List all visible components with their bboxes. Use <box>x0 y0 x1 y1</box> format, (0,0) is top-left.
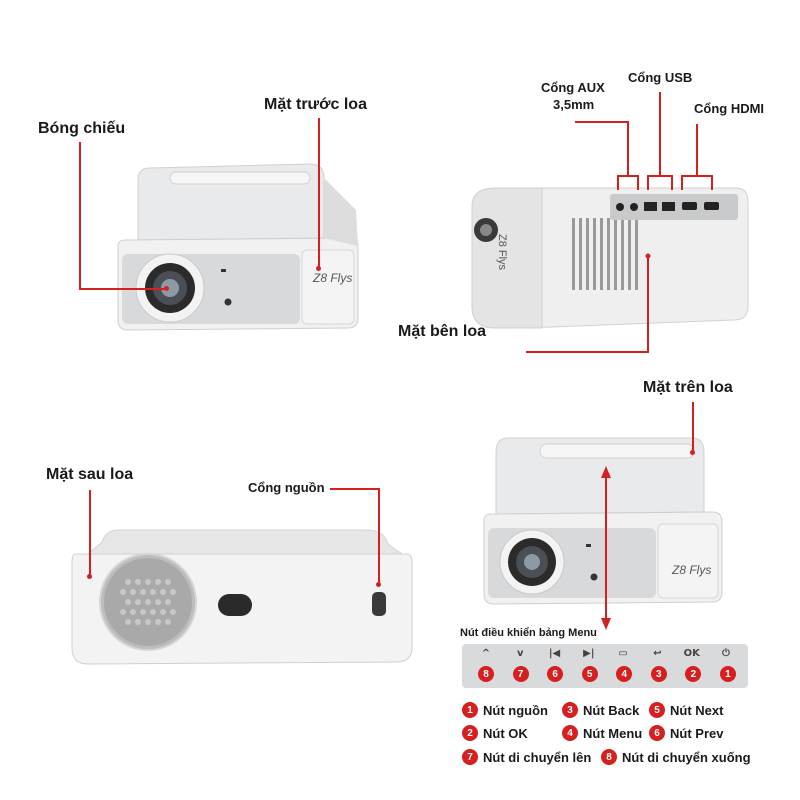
legend-text: Nút di chuyển lên <box>483 749 592 765</box>
control-key-symbol: OK <box>683 648 700 659</box>
control-key-symbol: ▭ <box>618 648 628 659</box>
power-port-pointer-horizontal <box>330 488 380 490</box>
aux-size-label: 3,5mm <box>553 97 595 112</box>
control-key-number-badge: 4 <box>616 666 633 682</box>
legend-text: Nút OK <box>483 725 528 741</box>
legend-number-badge: 2 <box>462 725 478 741</box>
legend-number-badge: 3 <box>562 702 578 718</box>
top-pointer-vertical <box>692 402 694 452</box>
bulb-label: Bóng chiếu <box>38 120 126 137</box>
legend-item: 7 Nút di chuyển lên <box>462 749 591 765</box>
legend-text: Nút Prev <box>670 725 724 741</box>
control-key-number-badge: 8 <box>478 666 494 682</box>
control-key-number-badge: 6 <box>547 666 564 682</box>
control-key-symbol: ⏻ <box>722 648 730 659</box>
control-key-number-badge: 2 <box>685 666 702 682</box>
aux-label: Cổng AUX <box>541 80 605 95</box>
usb-label: Cổng USB <box>628 70 693 85</box>
legend-text: Nút di chuyển xuống <box>622 749 751 765</box>
legend-number-badge: 8 <box>601 749 617 765</box>
top-label: Mặt trên loa <box>643 379 733 396</box>
bulb-pointer-horizontal <box>79 288 167 290</box>
legend-text: Nút nguồn <box>483 702 548 718</box>
legend-number-badge: 6 <box>649 725 665 741</box>
front-brand-text: Z8 Flys <box>313 271 353 285</box>
control-key-number-badge: 1 <box>719 666 736 682</box>
legend-text: Nút Menu <box>583 725 643 741</box>
control-key-number-badge: 5 <box>581 666 598 682</box>
back-pointer-vertical <box>89 490 91 576</box>
front-pointer-dot <box>316 266 321 271</box>
legend-item: 5 Nút Next <box>649 702 723 718</box>
legend-item: 1 Nút nguồn <box>462 702 548 718</box>
power-port-pointer-vertical <box>378 488 380 584</box>
legend-text: Nút Back <box>583 702 640 718</box>
bulb-pointer-dot <box>164 286 169 291</box>
legend-text: Nút Next <box>670 702 724 718</box>
top-pointer-dot <box>690 450 695 455</box>
top-brand-text: Z8 Flys <box>672 563 712 577</box>
legend-item: 4 Nút Menu <box>562 725 642 741</box>
power-port-pointer-dot <box>376 582 381 587</box>
front-label: Mặt trước loa <box>264 96 367 113</box>
control-key-symbol: v <box>517 648 524 659</box>
legend-item: 2 Nút OK <box>462 725 528 741</box>
control-key-symbol: |◀ <box>548 648 561 659</box>
front-pointer-vertical <box>318 118 320 268</box>
bulb-pointer-vertical <box>79 142 81 290</box>
side-label: Mặt bên loa <box>398 323 487 340</box>
control-key-symbol: ▶| <box>583 648 595 659</box>
legend-number-badge: 7 <box>462 749 478 765</box>
back-label: Mặt sau loa <box>46 466 134 483</box>
legend-number-badge: 4 <box>562 725 578 741</box>
control-bar-closeup: ^ v |◀ ▶| ▭ ↩ OK ⏻ 8 7 6 5 4 3 2 1 <box>462 644 748 688</box>
legend-item: 8 Nút di chuyển xuống <box>601 749 751 765</box>
power-port-label: Cổng nguồn <box>248 480 325 495</box>
control-key-symbol: ↩ <box>653 648 662 659</box>
back-pointer-dot <box>87 574 92 579</box>
control-key-number-badge: 7 <box>512 666 529 682</box>
legend-number-badge: 5 <box>649 702 665 718</box>
menu-panel-label: Nút điều khiển bảng Menu <box>460 627 597 639</box>
legend-item: 6 Nút Prev <box>649 725 723 741</box>
legend-item: 3 Nút Back <box>562 702 639 718</box>
control-key-number-badge: 3 <box>650 666 667 682</box>
hdmi-label: Cổng HDMI <box>694 101 765 116</box>
control-key-symbol: ^ <box>481 648 491 659</box>
legend-number-badge: 1 <box>462 702 478 718</box>
